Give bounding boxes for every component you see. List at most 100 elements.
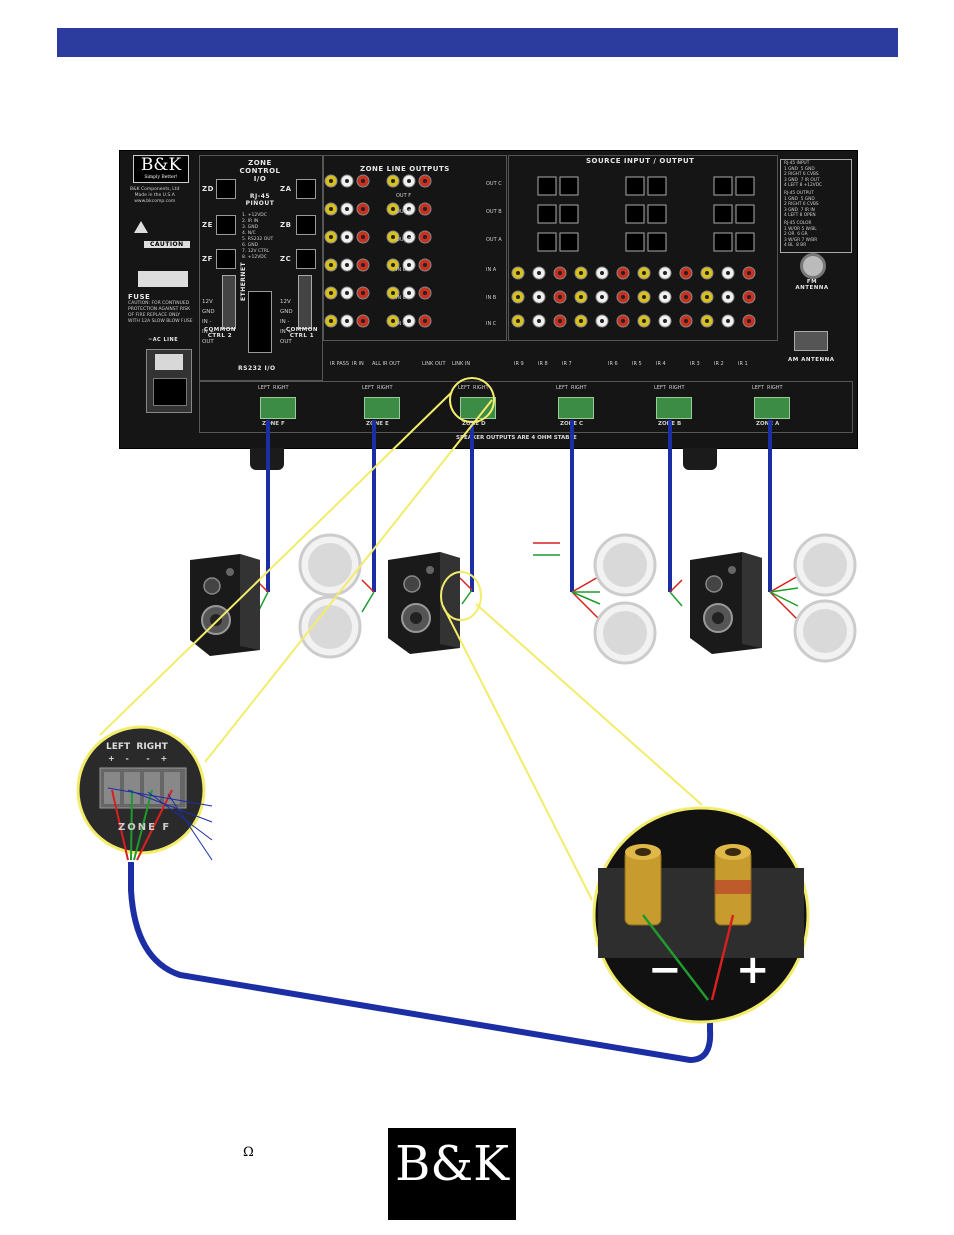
zone-port-zf: ZF xyxy=(202,255,213,263)
ir-7: IR 7 xyxy=(562,361,572,367)
all-ir-out: ALL IR OUT xyxy=(372,361,400,367)
rca-jack-hole xyxy=(345,319,349,323)
serial-sticker xyxy=(138,271,188,287)
rca-jack-hole xyxy=(361,291,365,295)
source-rca-jack-hole xyxy=(579,319,583,323)
source-rj45-port xyxy=(625,176,645,196)
zone-terminal-header: LEFT RIGHT xyxy=(258,385,289,391)
wire-c-red2 xyxy=(571,591,601,621)
speaker-cables xyxy=(266,420,772,592)
plus-sign: + xyxy=(736,947,770,993)
source-rj45-port xyxy=(559,176,579,196)
ohm-symbol: Ω xyxy=(243,1145,254,1160)
zone-terminal-header: LEFT RIGHT xyxy=(556,385,587,391)
rj45-output-info: RJ-45 OUTPUT 1 GND 5 GND 2 RIGHT 6 CVBS … xyxy=(784,191,819,218)
ir-9: IR 9 xyxy=(514,361,524,367)
source-rca-jack-hole xyxy=(621,295,625,299)
connector-zoom xyxy=(76,725,213,861)
wire-a-red1 xyxy=(769,575,799,593)
zoom-wire-green-2 xyxy=(133,789,153,861)
post-wire-green xyxy=(642,914,709,1001)
wire-e-red xyxy=(361,579,375,593)
source-rca-jack-hole xyxy=(558,271,562,275)
source-rca-jack-hole xyxy=(726,319,730,323)
amp-foot-right xyxy=(683,448,717,470)
zoom-connector-signs: + - - + xyxy=(108,754,172,763)
wire-c-green2 xyxy=(571,591,601,605)
rca-jack-hole xyxy=(407,319,411,323)
source-rca-jack-hole xyxy=(537,295,541,299)
source-rca-jack-hole xyxy=(642,319,646,323)
rj45-port-za xyxy=(296,179,316,199)
rj45-port-ze xyxy=(216,215,236,235)
source-rca-jack-hole xyxy=(663,295,667,299)
wire-e-green xyxy=(361,591,375,613)
ir-in: IR IN xyxy=(352,361,364,367)
rca-jack-hole xyxy=(391,319,395,323)
source-rca-jack-hole xyxy=(600,295,604,299)
zone-port-zc: ZC xyxy=(280,255,292,263)
zoom-connector-header: LEFT RIGHT xyxy=(106,742,168,752)
line-out-labels-e: OUT E xyxy=(396,209,412,215)
source-rj45-port xyxy=(625,204,645,224)
source-rj45-port xyxy=(713,232,733,252)
rca-jack-hole xyxy=(391,263,395,267)
source-rca-jack-hole xyxy=(663,271,667,275)
source-rca-jack-hole xyxy=(558,319,562,323)
zoom-wire-green-1 xyxy=(130,789,133,861)
rca-jack-hole xyxy=(391,235,395,239)
bk-logo: B&K xyxy=(388,1128,516,1220)
post-wire-red xyxy=(710,914,735,1001)
rca-jack-hole xyxy=(345,291,349,295)
source-rca-jack-hole xyxy=(516,295,520,299)
line-out-labels: OUT F xyxy=(396,193,412,199)
fm-antenna-label: FM ANTENNA xyxy=(795,279,829,291)
rca-jack-hole xyxy=(345,263,349,267)
source-rj45-port xyxy=(559,204,579,224)
callout-lines xyxy=(99,377,703,901)
zone-terminal-header: LEFT RIGHT xyxy=(458,385,489,391)
source-rca-jack-hole xyxy=(684,295,688,299)
leader-lines xyxy=(107,787,213,861)
rca-jack-hole xyxy=(329,263,333,267)
ir-2: IR 2 xyxy=(714,361,724,367)
ctrl2-terminal xyxy=(222,275,236,329)
wire-a-green1 xyxy=(769,587,799,593)
rca-jack-hole xyxy=(423,235,427,239)
floor-speaker-2 xyxy=(388,552,460,654)
wire-b-green xyxy=(669,591,683,607)
zone-control-title: ZONE CONTROL I/O xyxy=(239,159,281,183)
rca-jacks-left xyxy=(324,174,432,328)
line-in-f: IN F xyxy=(396,321,406,327)
caution-triangle xyxy=(134,221,148,233)
line-out-labels-d: OUT D xyxy=(396,237,413,243)
source-rca-jack-hole xyxy=(684,271,688,275)
ir-1: IR 1 xyxy=(738,361,748,367)
source-rca-jack-hole xyxy=(621,319,625,323)
zone-terminal-header: LEFT RIGHT xyxy=(752,385,783,391)
rca-jack-hole xyxy=(407,263,411,267)
rca-jack-hole xyxy=(407,179,411,183)
link-in: LINK IN xyxy=(452,361,471,367)
line-in-b: IN B xyxy=(486,295,497,301)
common-ctrl2: COMMON CTRL 2 xyxy=(204,327,236,339)
zone-port-za: ZA xyxy=(280,185,292,193)
zone-line-section xyxy=(323,155,507,341)
zoom-connector-footer: ZONE F xyxy=(118,822,172,833)
source-rca-jack-hole xyxy=(747,271,751,275)
bk-logo-tagline: Simply Better! xyxy=(406,1198,498,1213)
source-rj45-port xyxy=(713,204,733,224)
source-rca-jack-hole xyxy=(558,295,562,299)
rca-jack-hole xyxy=(423,263,427,267)
bk-logo-main: B&K xyxy=(395,1136,509,1192)
rca-jack-hole xyxy=(345,207,349,211)
rca-jack-hole xyxy=(407,291,411,295)
wire-d-green xyxy=(461,589,473,605)
zone-label: ZONE C xyxy=(560,421,583,427)
ceiling-speaker-6 xyxy=(793,599,857,663)
ceiling-speaker-2 xyxy=(298,595,362,659)
source-rj45-port xyxy=(735,176,755,196)
line-out-labels-a: OUT A xyxy=(486,237,502,243)
